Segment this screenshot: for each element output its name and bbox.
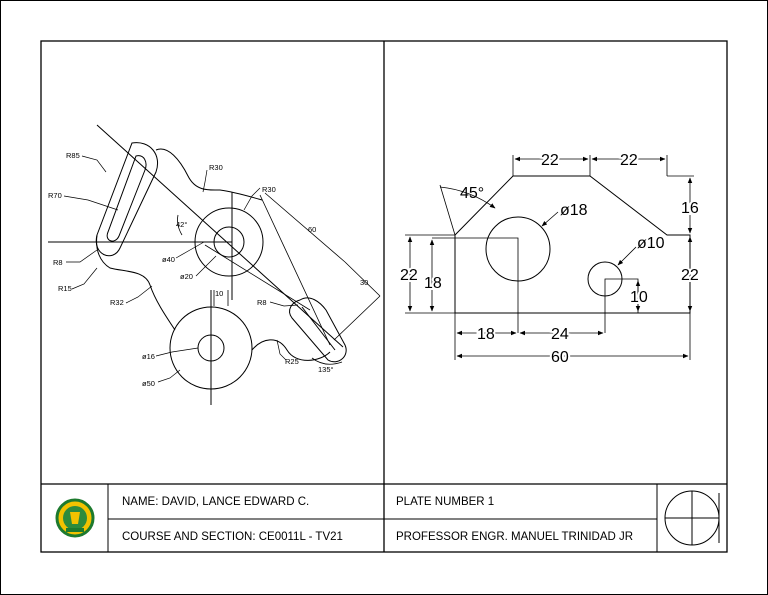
student-name: NAME: DAVID, LANCE EDWARD C.: [122, 496, 310, 508]
label-d16: ø16: [142, 352, 155, 361]
label-r15: R15: [58, 284, 72, 293]
label-r8b: R8: [257, 298, 267, 307]
label-v10: 10: [630, 289, 648, 306]
label-top22b: 22: [620, 152, 638, 169]
left-drawing: [48, 124, 381, 405]
label-b60: 60: [551, 349, 569, 366]
label-r30b: R30: [262, 185, 276, 194]
right-drawing-labels: 22 22 45° ø18 ø10 16 22 22 18 10 18 24 6…: [398, 150, 701, 368]
right-drawing: [405, 155, 694, 360]
label-r8a: R8: [53, 258, 63, 267]
label-r85: R85: [66, 151, 80, 160]
label-b18: 18: [477, 326, 495, 343]
label-r22: 22: [681, 267, 699, 284]
label-l18: 18: [424, 275, 442, 292]
label-d50: ø50: [142, 379, 155, 388]
label-r32: R32: [110, 298, 124, 307]
university-logo: [55, 498, 95, 538]
label-b24: 24: [551, 326, 569, 343]
label-r16: 16: [681, 200, 699, 217]
label-d10: ø10: [637, 235, 665, 252]
label-r30a: R30: [209, 163, 223, 172]
left-drawing-labels: R85 R70 R8 R15 R32 R30 R30 42° ø40 ø20 1…: [48, 151, 368, 388]
label-top22a: 22: [541, 152, 559, 169]
label-l22: 22: [400, 267, 418, 284]
label-d40: ø40: [162, 255, 175, 264]
course-section: COURSE AND SECTION: CE0011L - TV21: [122, 531, 343, 543]
professor-name: PROFESSOR ENGR. MANUEL TRINIDAD JR: [396, 531, 634, 543]
label-a45: 45°: [460, 185, 484, 202]
label-d10: 10: [215, 289, 223, 298]
label-r25: R25: [285, 357, 299, 366]
label-d60: 60: [308, 225, 316, 234]
projection-symbol: [664, 490, 720, 546]
label-a135: 135°: [318, 365, 334, 374]
label-d18: ø18: [560, 202, 588, 219]
plate-number: PLATE NUMBER 1: [396, 496, 495, 508]
label-a42: 42°: [176, 220, 187, 229]
label-d30: 30: [360, 278, 368, 287]
label-r70: R70: [48, 191, 62, 200]
label-d20: ø20: [180, 272, 193, 281]
